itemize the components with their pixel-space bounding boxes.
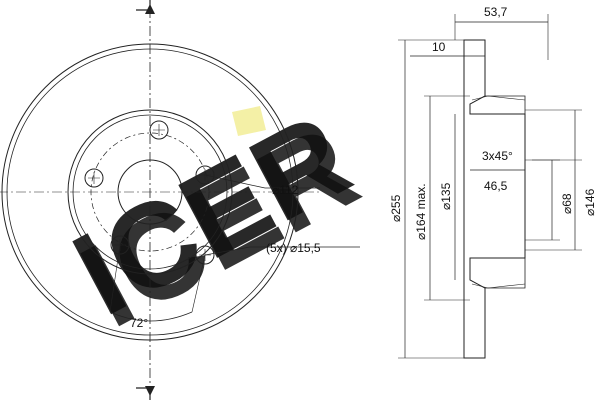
section-arrowhead-top <box>145 4 155 14</box>
flange-dia-label: ⌀146 <box>583 188 597 216</box>
max-dia-label: ⌀164 max. <box>414 183 428 240</box>
hub-top-edge <box>485 95 526 114</box>
pcd-label: ⌀112 <box>272 183 299 197</box>
bore-label: ⌀68 <box>560 193 574 214</box>
pcd-leader <box>204 174 266 189</box>
chamfer-label: 3x45° <box>482 149 513 163</box>
holes-label: (5x) ⌀15,5 <box>266 241 321 255</box>
thickness-label: 10 <box>432 40 446 54</box>
section-arrowhead-bottom <box>145 386 155 396</box>
hub-hatch-bottom <box>471 283 526 289</box>
bolt-hole <box>195 245 215 265</box>
depth-label: 46,5 <box>484 179 508 193</box>
angle-label: 72° <box>130 316 148 330</box>
bolt-hole <box>84 168 104 188</box>
disc-section-profile <box>463 39 526 359</box>
outer-dia-label: ⌀255 <box>389 194 403 222</box>
holes-leader <box>204 246 251 256</box>
hub-bottom-edge <box>485 258 526 289</box>
hub-dia-label: ⌀135 <box>439 182 453 210</box>
icer-watermark: ICER ICER <box>53 88 377 353</box>
front-view <box>0 0 360 400</box>
angle-ref-line <box>191 254 206 313</box>
hub-hatch-top <box>471 95 526 101</box>
width-label: 53,7 <box>484 5 508 19</box>
section-view <box>398 14 582 359</box>
angle-ref-line <box>109 244 121 313</box>
bolt-hole <box>195 165 215 185</box>
angle-arc <box>109 311 193 322</box>
bolt-hole <box>110 235 130 255</box>
